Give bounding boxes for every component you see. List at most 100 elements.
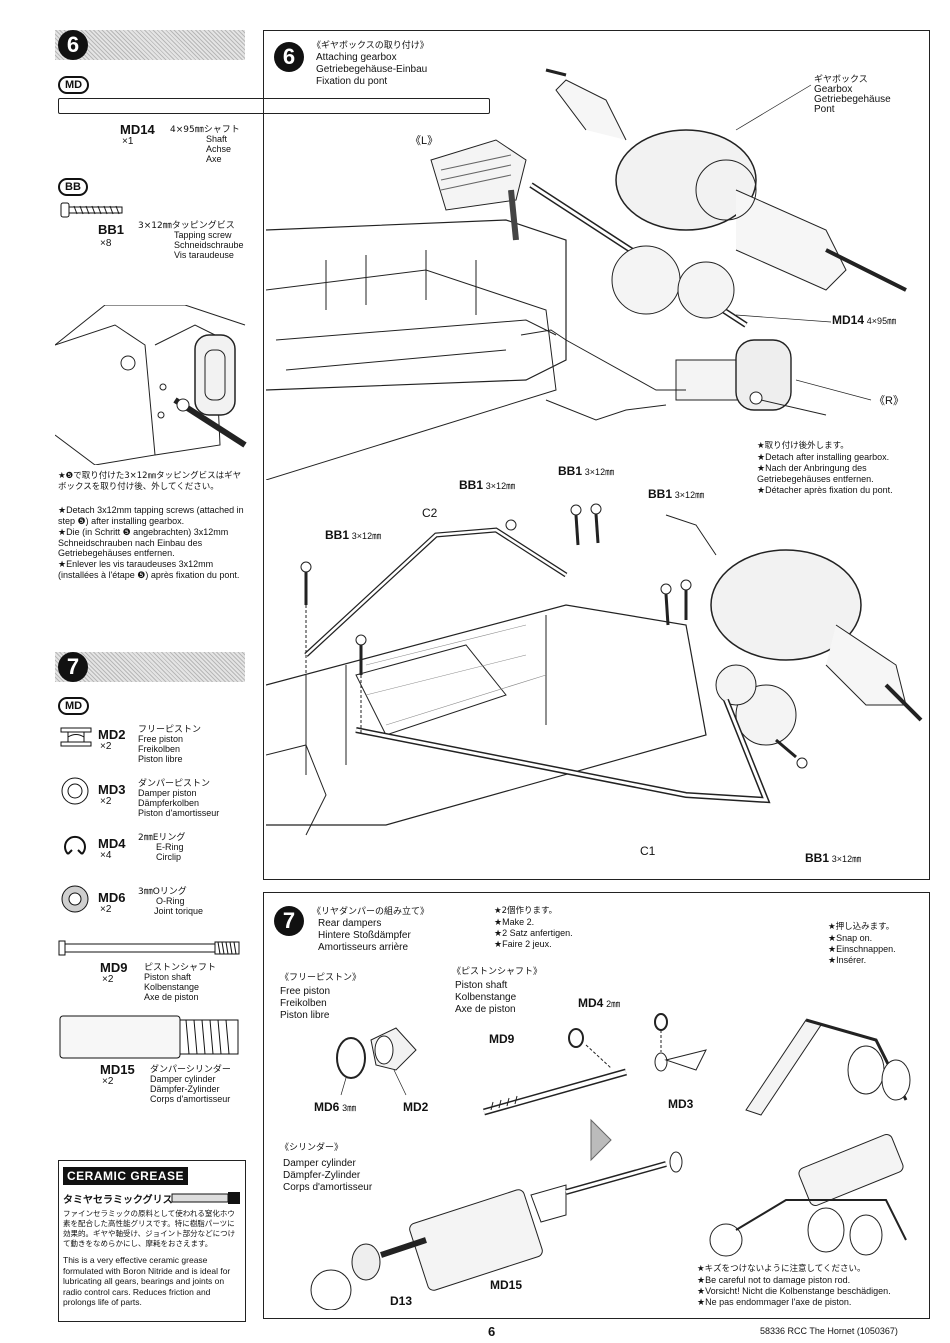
bb1-en: Tapping screw xyxy=(174,230,232,240)
panel7-make-de: ★2 Satz anfertigen. xyxy=(494,928,573,938)
md2-callout: MD2 xyxy=(403,1100,429,1114)
panel7-title-en: Rear dampers xyxy=(318,918,382,929)
md14-de: Achse xyxy=(206,144,232,154)
md3-fr: Piston d'amortisseur xyxy=(138,808,220,818)
bb1-callout-3-code: BB1 xyxy=(648,487,673,501)
md2-code: MD2 xyxy=(98,727,126,742)
md15-en: Damper cylinder xyxy=(150,1074,216,1084)
md15-qty: ×2 xyxy=(102,1076,114,1087)
panel7-caution-en: ★Be careful not to damage piston rod. xyxy=(697,1275,851,1285)
left-side-label: 《L》 xyxy=(410,135,439,147)
bb1-fr: Vis taraudeuse xyxy=(174,250,234,260)
md6-callout: MD6 3㎜ xyxy=(314,1100,356,1114)
bb-bag-badge: BB xyxy=(58,178,88,196)
ceramic-grease-text-en: This is a very effective ceramic grease … xyxy=(63,1255,231,1307)
panel7-number: 7 xyxy=(274,906,304,936)
e-ring-icon xyxy=(64,835,86,855)
panel7-caution-jp: ★キズをつけないように注意してください。 xyxy=(697,1264,866,1274)
md4-callout-size: 2㎜ xyxy=(606,999,621,1009)
md2-jp: フリーピストン xyxy=(138,725,202,735)
panel7-snap-fr: ★Insérer. xyxy=(828,955,867,965)
grease-tube-icon xyxy=(171,1192,240,1204)
panel7-snap-jp: ★押し込みます。 xyxy=(828,922,895,932)
md6-jp: 3㎜Oリング xyxy=(138,887,187,897)
step6-note-fr: ★Enlever les vis taraudeuses 3x12mm (ins… xyxy=(58,559,240,580)
md6-code: MD6 xyxy=(98,890,126,905)
ceramic-grease-title: タミヤセラミックグリス xyxy=(63,1195,173,1206)
md15-fr: Corps d'amortisseur xyxy=(150,1094,231,1104)
bb1-callout-1-code: BB1 xyxy=(558,464,583,478)
cylinder-heading-en: Damper cylinder xyxy=(283,1158,356,1169)
md9-jp: ピストンシャフト xyxy=(144,963,217,973)
md4-callout: MD4 2㎜ xyxy=(578,997,621,1010)
piston-shaft-heading-jp: 《ピストンシャフト》 xyxy=(452,967,543,977)
bb1-callout-3: BB1 3×12㎜ xyxy=(648,487,705,501)
gearbox-label-de: Getriebegehäuse xyxy=(814,94,891,105)
panel7-title-fr: Amortisseurs arrière xyxy=(318,942,409,953)
md3-en: Damper piston xyxy=(138,788,197,798)
md6-callout-code: MD6 xyxy=(314,1100,340,1114)
md14-jp: 4×95㎜シャフト xyxy=(170,125,240,135)
c2-label: C2 xyxy=(422,506,438,520)
md14-shaft-bar xyxy=(58,98,490,114)
md4-qty: ×4 xyxy=(100,850,112,861)
step7-panel xyxy=(263,892,930,1319)
bb1-callout-5-size: 3×12㎜ xyxy=(831,854,862,864)
gearbox-label-en: Gearbox xyxy=(814,84,853,95)
md-bag-badge-7: MD xyxy=(58,697,90,715)
panel6-note-de: ★Nach der Anbringung des Getriebegehäuse… xyxy=(757,463,874,484)
piston-shaft-heading-de: Kolbenstange xyxy=(455,992,517,1003)
md4-de: Circlip xyxy=(156,852,182,862)
cylinder-heading-fr: Corps d'amortisseur xyxy=(283,1182,373,1193)
md14-callout: MD14 4×95㎜ xyxy=(832,314,897,327)
free-piston-heading-de: Freikolben xyxy=(280,998,327,1009)
md3-callout: MD3 xyxy=(668,1097,694,1111)
free-piston-heading-fr: Piston libre xyxy=(280,1010,330,1021)
step6-note-jp: ★❺で取り付けた3×12㎜タッピングビスはギヤボックスを取り付け後、外してくださ… xyxy=(58,471,242,492)
free-piston-icon xyxy=(60,727,92,747)
step6-panel xyxy=(263,30,930,880)
ceramic-grease-logo: CERAMIC GREASE xyxy=(63,1167,189,1185)
panel7-make-fr: ★Faire 2 jeux. xyxy=(494,939,552,949)
panel6-note-fr: ★Détacher après fixation du pont. xyxy=(757,485,893,495)
md6-qty: ×2 xyxy=(100,904,112,915)
panel7-title-de: Hintere Stoßdämpfer xyxy=(318,930,411,941)
ceramic-grease-box: CERAMIC GREASE タミヤセラミックグリス ファインセラミックの原料と… xyxy=(58,1160,246,1322)
md3-code: MD3 xyxy=(98,782,126,797)
piston-shaft-heading-en: Piston shaft xyxy=(455,980,508,991)
md14-callout-size: 4×95㎜ xyxy=(866,316,897,326)
md15-code: MD15 xyxy=(100,1062,135,1077)
damper-cylinder-icon xyxy=(59,1015,239,1059)
gearbox-label-fr: Pont xyxy=(814,104,835,115)
step6-number: 6 xyxy=(58,30,88,60)
bb1-callout-1-size: 3×12㎜ xyxy=(584,467,615,477)
md6-de: Joint torique xyxy=(154,906,204,916)
bb1-callout-5: BB1 3×12㎜ xyxy=(805,852,862,865)
free-piston-heading-en: Free piston xyxy=(280,986,331,997)
md14-en: Shaft xyxy=(206,134,228,144)
bb1-callout-2-size: 3×12㎜ xyxy=(485,481,516,491)
bb1-de: Schneidschraube xyxy=(174,240,244,250)
md2-de: Freikolben xyxy=(138,744,181,754)
d13-callout: D13 xyxy=(390,1294,413,1308)
ceramic-grease-text-jp: ファインセラミックの原料として使われる窒化ホウ素を配合した高性能グリスです。特に… xyxy=(63,1209,236,1248)
md15-callout: MD15 xyxy=(490,1278,523,1292)
panel7-caution-de: ★Vorsicht! Nicht die Kolbenstange beschä… xyxy=(697,1286,891,1296)
bb1-callout-3-size: 3×12㎜ xyxy=(674,490,705,500)
step6-note-de: ★Die (in Schritt ❺ angebrachten) 3x12mm … xyxy=(58,527,229,558)
md3-qty: ×2 xyxy=(100,796,112,807)
free-piston-heading-jp: 《フリーピストン》 xyxy=(280,973,362,983)
md3-de: Dämpferkolben xyxy=(138,798,200,808)
o-ring-icon xyxy=(61,885,89,913)
step7-number: 7 xyxy=(58,652,88,682)
md2-qty: ×2 xyxy=(100,741,112,752)
md2-fr: Piston libre xyxy=(138,754,183,764)
cylinder-heading-de: Dämpfer-Zylinder xyxy=(283,1170,361,1181)
panel6-title-fr: Fixation du pont xyxy=(316,76,388,87)
md9-qty: ×2 xyxy=(102,974,114,985)
product-code: 58336 RCC The Hornet (1050367) xyxy=(760,1326,898,1336)
md6-en: O-Ring xyxy=(156,896,185,906)
panel7-caution-fr: ★Ne pas endommager l'axe de piston. xyxy=(697,1297,852,1307)
md9-code: MD9 xyxy=(100,960,128,975)
md9-fr: Axe de piston xyxy=(144,992,199,1002)
